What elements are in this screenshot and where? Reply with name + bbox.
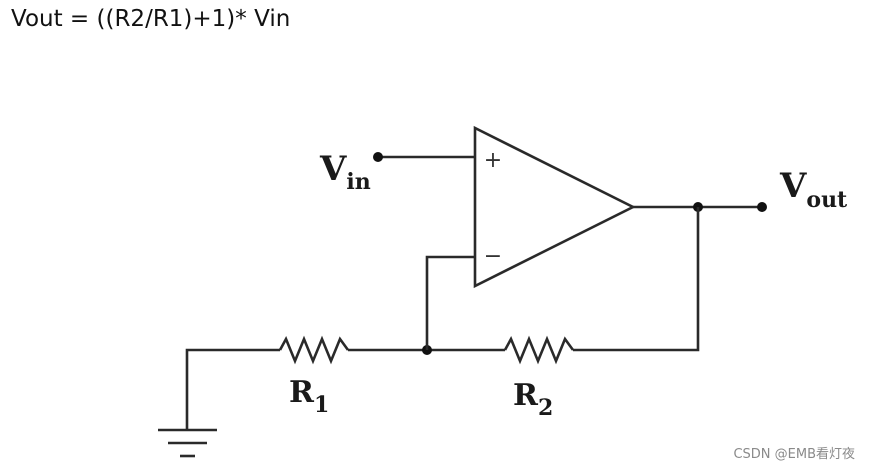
vout-terminal	[757, 202, 767, 212]
minus-sign: −	[484, 244, 502, 269]
vin-label-main: V	[319, 149, 347, 189]
feedback-wire	[573, 207, 700, 352]
r2-label-sub: 2	[538, 395, 553, 421]
vout-label-sub: out	[806, 187, 848, 213]
watermark-text: CSDN @EMB看灯夜	[733, 447, 855, 462]
op-amp-triangle	[473, 125, 636, 289]
r1-label-sub: 1	[314, 392, 329, 418]
r2-label-main: R	[513, 378, 539, 413]
vin-label-sub: in	[346, 169, 370, 195]
r2-resistor	[503, 335, 575, 365]
r1-label: R1	[289, 375, 329, 418]
r1-label-main: R	[289, 375, 315, 410]
ground-wire	[185, 348, 280, 430]
vout-label: Vout	[779, 166, 848, 213]
vin-label: Vin	[319, 149, 371, 195]
r1-resistor	[278, 335, 350, 365]
vin-terminal	[373, 152, 383, 162]
inverting-input-wire	[425, 255, 475, 350]
plus-sign: +	[484, 148, 502, 173]
formula-text: Vout = ((R2/R1)+1)* Vin	[11, 6, 291, 32]
vout-label-main: V	[779, 166, 807, 206]
r2-label: R2	[513, 378, 553, 421]
